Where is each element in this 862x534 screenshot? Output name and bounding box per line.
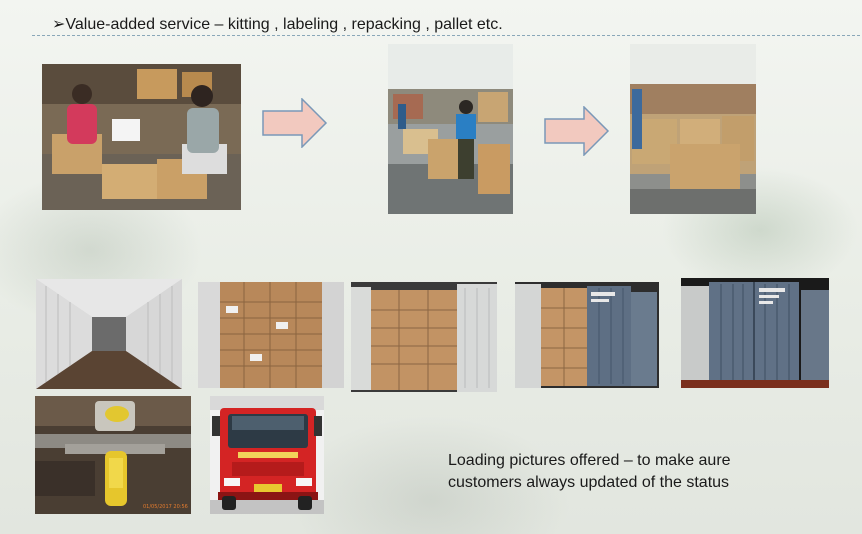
pallet-photo [630,44,756,214]
container-seal-photo: 01/05/2017 20:56 [35,396,191,514]
container-door-closed-photo [681,278,829,388]
slide-heading: ➢Value-added service – kitting , labelin… [52,16,503,33]
red-truck-photo [210,396,324,514]
labeling-photo [388,44,513,214]
right-arrow-icon [544,106,610,156]
dashed-divider [32,35,860,36]
loading-pictures-caption: Loading pictures offered – to make aure … [448,450,731,494]
kitting-photo [42,64,241,210]
photo-timestamp: 01/05/2017 20:56 [143,504,188,510]
container-door-open-photo [351,282,497,392]
loaded-container-photo [198,282,344,388]
empty-container-photo [36,279,182,389]
caption-line-2: customers always updated of the status [448,474,730,491]
caption-line-1: Loading pictures offered – to make aure [448,452,731,469]
container-door-half-photo [515,282,659,388]
right-arrow-icon [262,98,328,148]
